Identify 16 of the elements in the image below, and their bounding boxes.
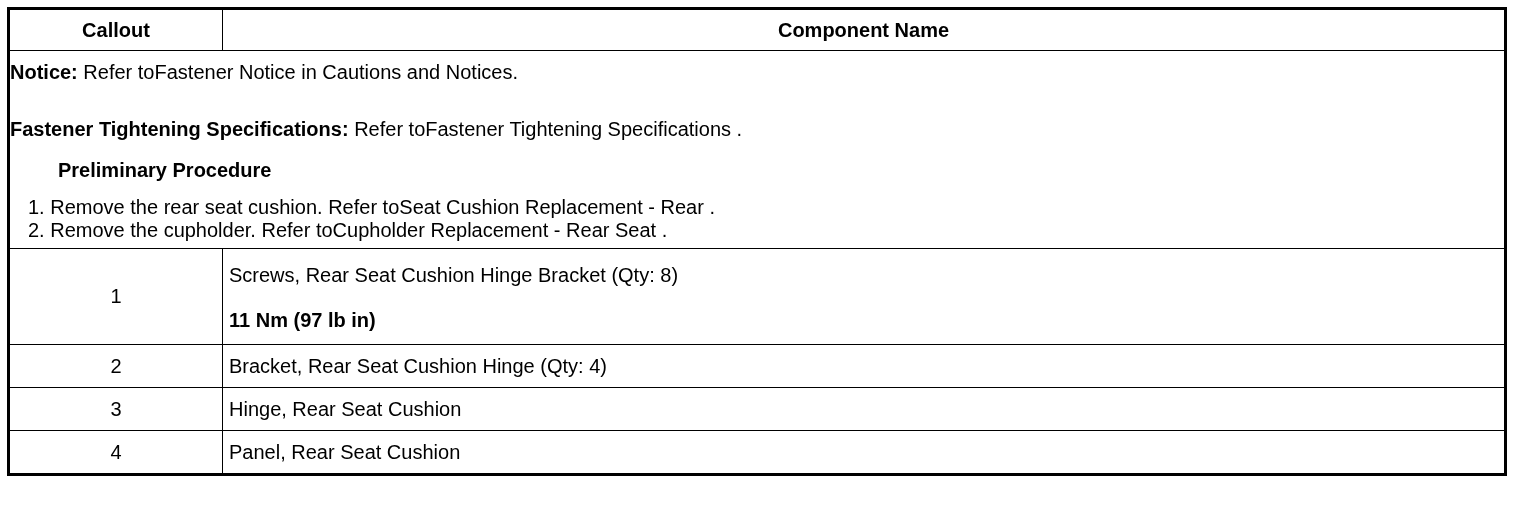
procedure-step: 1. Remove the rear seat cushion. Refer toSeat Cushion Replacement - Rear . [10, 196, 715, 219]
notice-text: Notice: Refer toFastener Notice in Cautions and Notices. [10, 60, 518, 85]
column-header: Component Name [776, 18, 951, 42]
component-name: Bracket, Rear Seat Cushion Hinge (Qty: 4) [229, 354, 608, 378]
column-header: Callout [81, 18, 151, 42]
callout-number: 2 [109, 354, 123, 378]
specification-note: Fastener Tightening Specifications: Refer toFastener Tightening Specifications . [10, 117, 743, 142]
callout-number: 4 [109, 440, 123, 464]
procedure-step: 2. Remove the cupholder. Refer toCupholder Replacement - Rear Seat . [10, 219, 668, 242]
component-name: Panel, Rear Seat Cushion [229, 440, 462, 464]
callout-number: 3 [109, 397, 123, 421]
component-name: Screws, Rear Seat Cushion Hinge Bracket (Qty: 8) [229, 263, 679, 287]
section-heading: Preliminary Procedure [57, 158, 272, 183]
callout-number: 1 [109, 285, 123, 308]
component-name: Hinge, Rear Seat Cushion [229, 397, 463, 421]
torque-value: 11 Nm (97 lb in) [229, 308, 376, 332]
